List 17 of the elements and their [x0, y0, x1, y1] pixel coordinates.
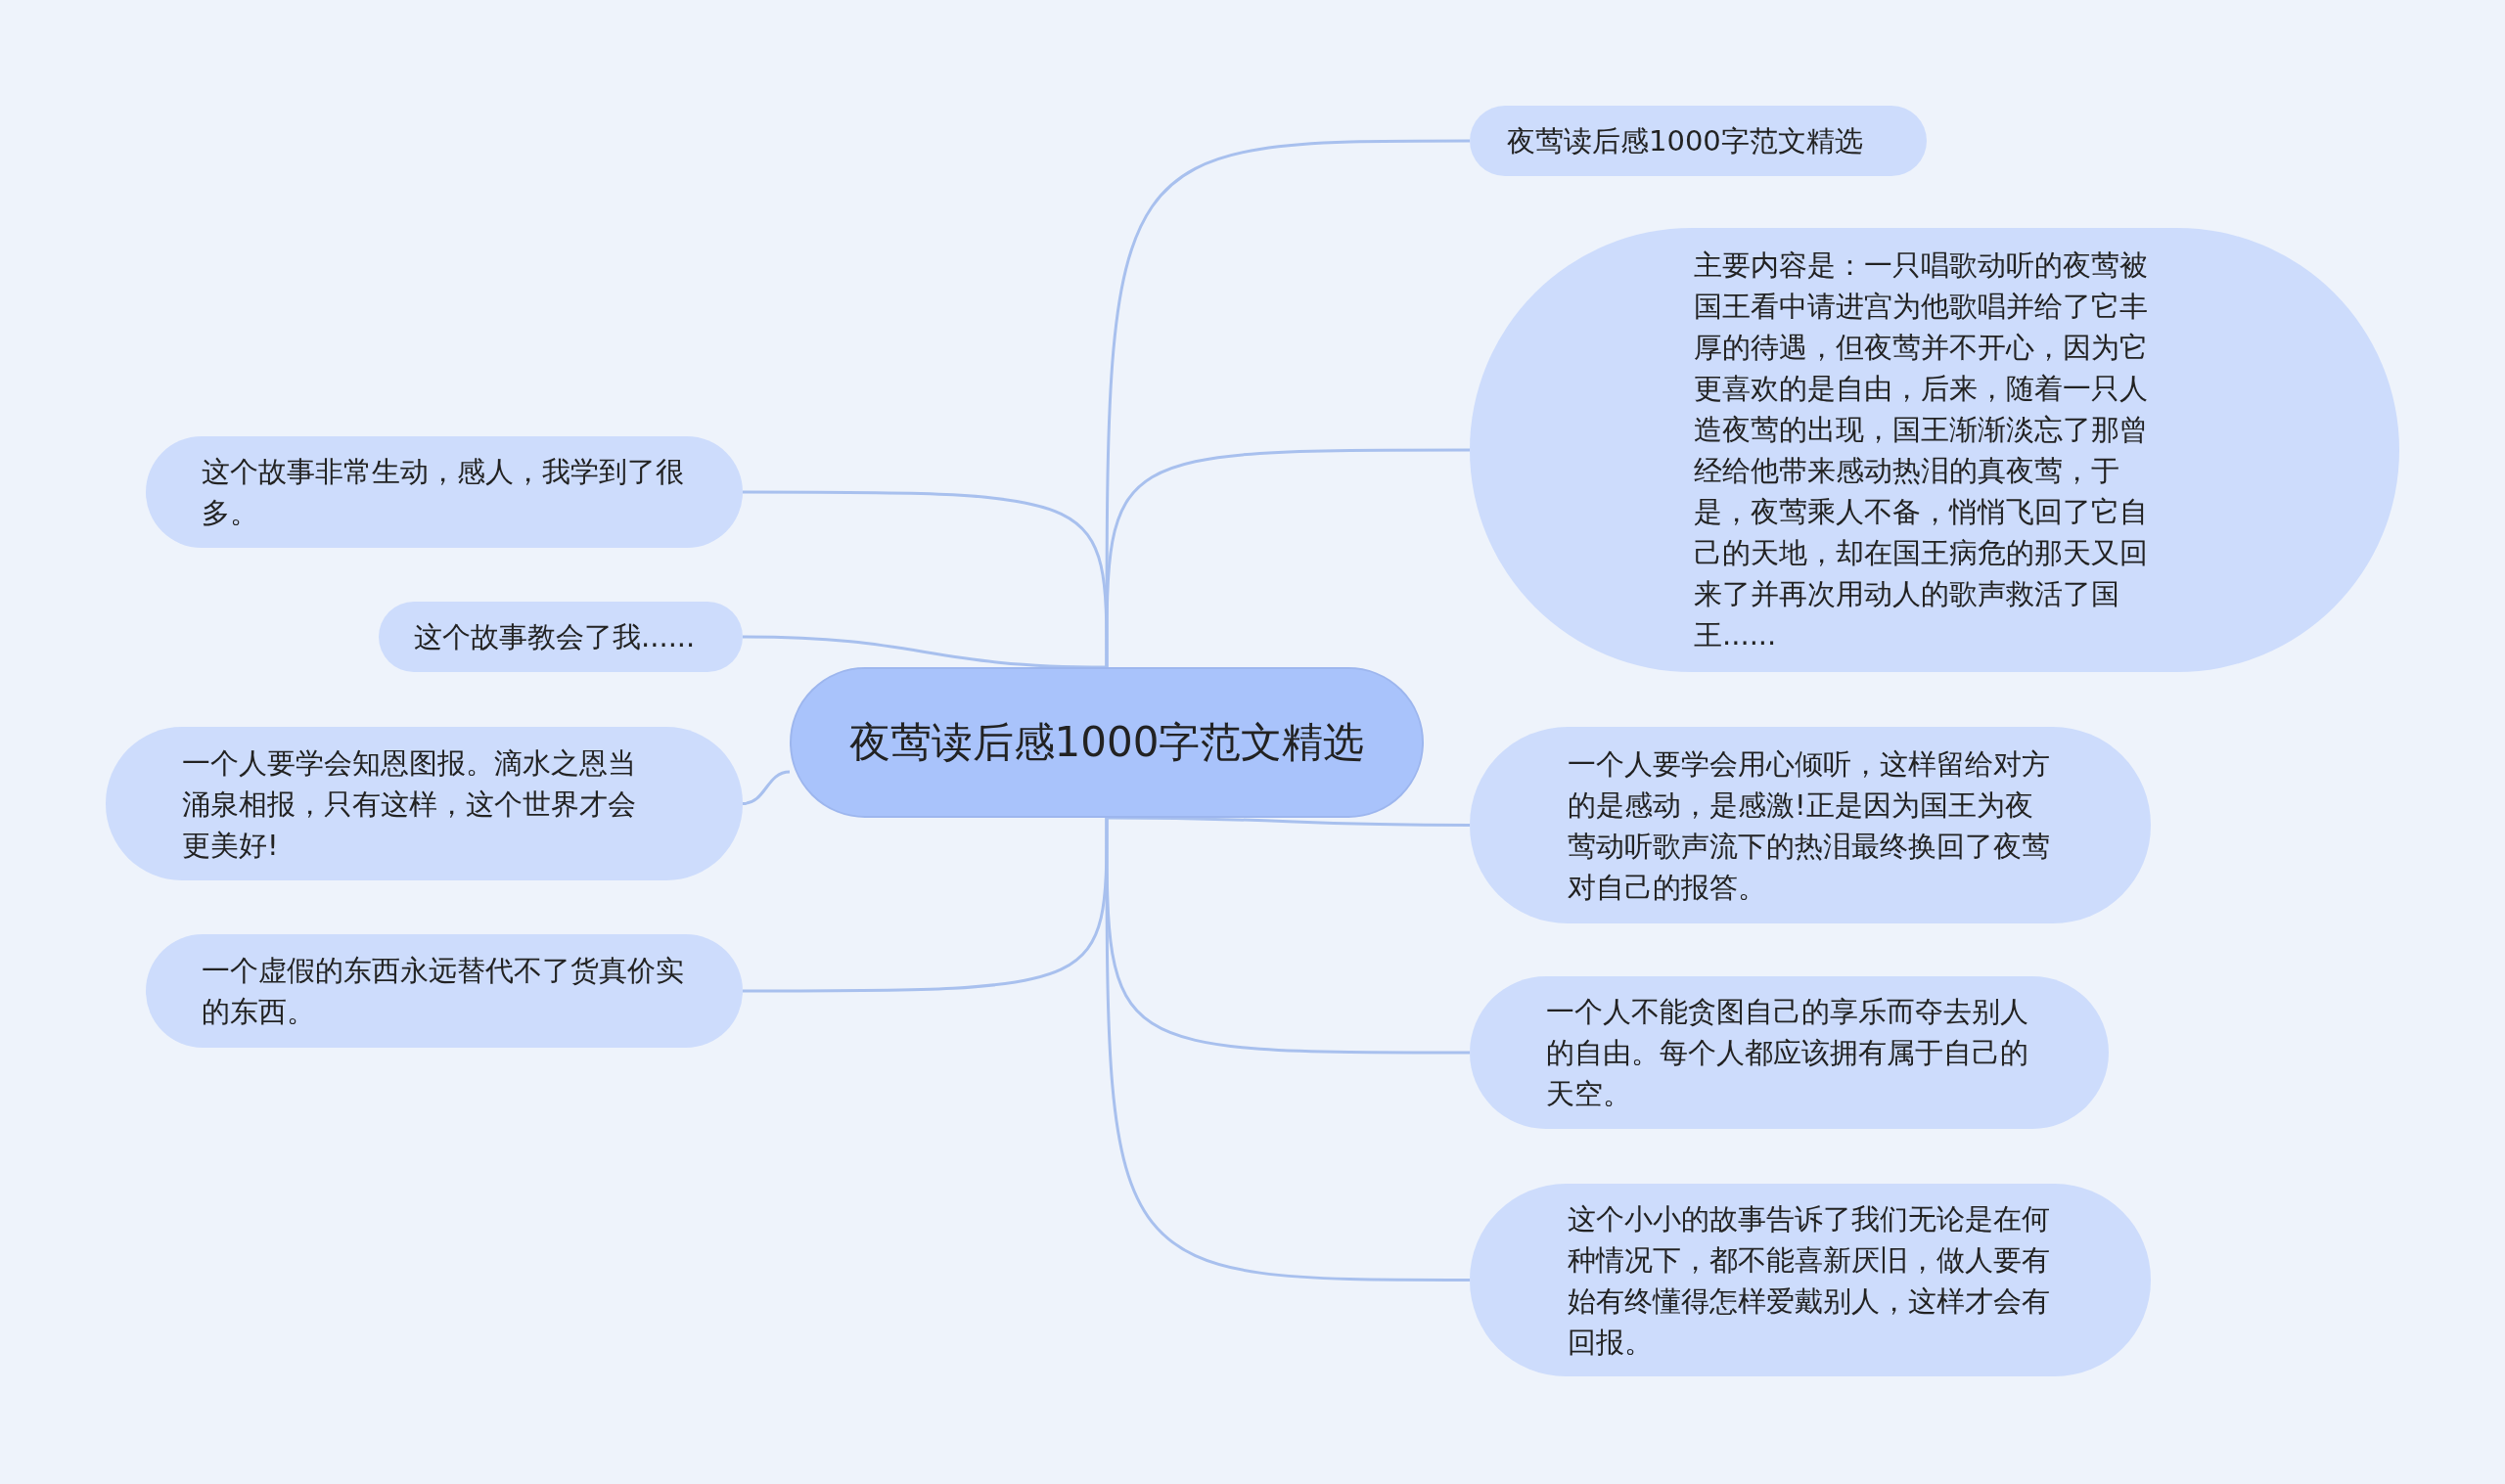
connector-line — [743, 818, 1109, 993]
topic-text: 夜莺读后感1000字范文精选 — [1507, 123, 1864, 159]
connector-line — [743, 490, 1109, 667]
topic-text: 一个虚假的东西永远替代不了货真价实的东西。 — [202, 953, 685, 1030]
connector-line — [1105, 818, 1470, 1282]
topic-text: 这个故事非常生动，感人，我学到了很多。 — [202, 454, 685, 531]
topic-text: 一个人要学会用心倾听，这样留给对方的是感动，是感激!正是因为国王为夜莺动听歌声流下的热泪最终换回了夜莺对自己的报答。 — [1568, 745, 2051, 906]
topic-text: 主要内容是：一只唱歌动听的夜莺被国王看中请进宫为他歌唱并给了它丰厚的待遇，但夜莺并不开心，因为它更喜欢的是自由，后来，随着一只人造夜莺的出现，国王渐渐淡忘了那曾经给他带来感动热泪的真夜莺，于是，夜莺乘人不备，悄悄飞回了它自己的天地，却在国王病危的那天又回来了并再次用动人的歌声救活了国王...... — [1694, 247, 2149, 653]
connector-line — [742, 635, 1108, 669]
topic-text: 一个人不能贪图自己的享乐而夺去别人的自由。每个人都应该拥有属于自己的天空。 — [1546, 994, 2029, 1112]
connector-line — [1105, 448, 1470, 667]
topic-text: 这个小小的故事告诉了我们无论是在何种情况下，都不能喜新厌旧，做人要有始有终懂得怎样爱戴别人，这样才会有回报。 — [1568, 1200, 2051, 1361]
central-topic-text: 夜莺读后感1000字范文精选 — [847, 717, 1366, 768]
connector-line — [742, 770, 791, 805]
topic-text: 一个人要学会知恩图报。滴水之恩当涌泉相报，只有这样，这个世界才会更美好! — [182, 744, 637, 864]
connector-line — [1107, 816, 1470, 827]
topic-text: 这个故事教会了我...... — [414, 619, 697, 655]
